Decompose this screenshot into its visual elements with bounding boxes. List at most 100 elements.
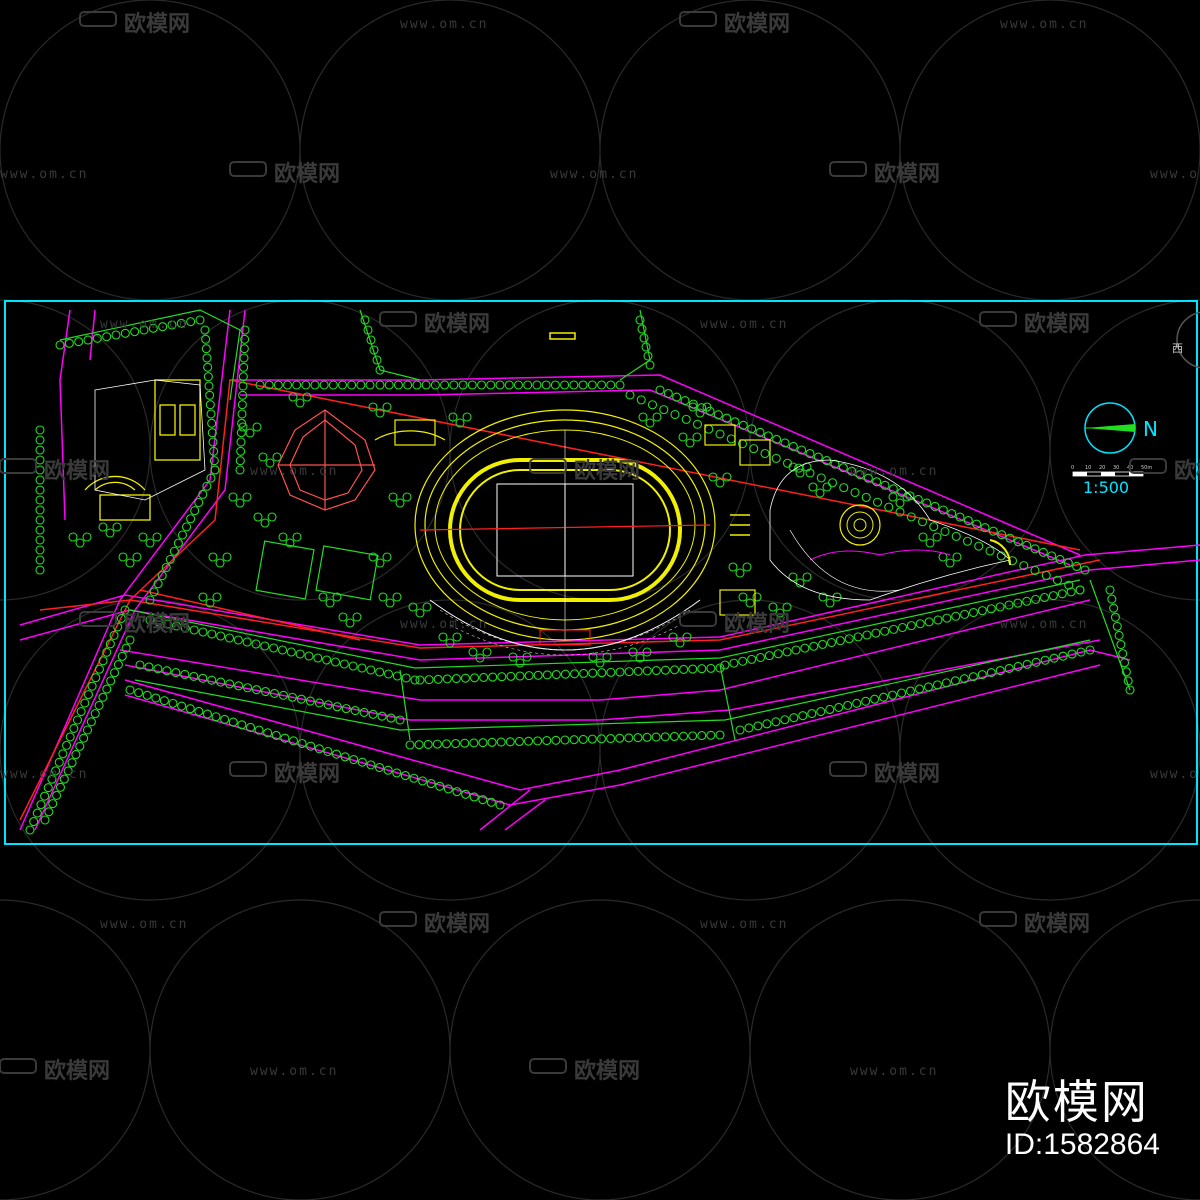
tree [835,636,845,646]
tree [1119,658,1130,668]
tree [752,592,762,602]
tree [235,456,245,466]
tree [350,705,360,716]
tree [35,515,45,525]
watermark-url: www.om.cn [400,617,488,632]
tree [932,532,942,542]
tree [260,687,271,697]
tree [843,700,853,710]
tree [862,630,872,640]
tree [533,736,543,746]
tree [968,672,978,682]
watermark-url: www.om.cn [700,917,788,932]
tree [252,422,262,432]
brand-id: ID:1582864 [1004,1128,1160,1161]
tree [905,686,916,696]
tree [162,666,172,676]
tree [35,455,45,465]
tree [207,629,217,639]
tree [522,652,532,662]
tree [715,429,725,439]
tree [560,380,570,390]
side-label: 西 [1172,342,1183,355]
tree [76,706,86,717]
tree [435,781,445,791]
tree [587,734,597,744]
tree [441,739,452,749]
tree [205,390,215,400]
tree [102,684,112,694]
tree [145,538,155,548]
tree [764,651,774,661]
tree [186,317,196,327]
tree [98,692,108,702]
tree [551,669,561,680]
tree [35,485,45,495]
tree [915,619,925,629]
tree [1055,554,1065,564]
tree [728,562,738,572]
tree [272,452,282,462]
tree [392,592,402,602]
tree [395,498,405,508]
tree [189,625,199,635]
tree [888,690,898,700]
tree [423,739,433,749]
tree [697,731,707,741]
tree [239,353,249,363]
tree-rows [25,315,1135,835]
tree [90,709,100,719]
tree [177,701,187,711]
watermark-brand: 欧模网 [1024,911,1090,937]
tree [165,554,175,564]
tree [1007,556,1018,566]
tree [951,611,961,621]
watermark-circle [449,899,751,1200]
tree [383,765,393,775]
tree [285,538,295,548]
watermark-brand: 欧模网 [724,611,790,637]
tree [44,807,54,817]
tree [692,419,703,429]
tree [424,675,434,685]
tree [347,380,357,390]
tree [947,508,957,519]
tree [443,784,453,794]
watermark-brand: 欧模网 [874,761,940,787]
tree [237,720,247,730]
tree [145,595,155,605]
tree [86,717,96,727]
tree [282,380,293,390]
tree [35,525,45,535]
tree [624,667,634,677]
sofa-icon [229,161,267,177]
sofa-icon [0,458,37,474]
sofa-icon [829,761,867,777]
tree [863,473,873,483]
tree [800,643,810,653]
sofa-icon [229,761,267,777]
tree [504,380,514,390]
tree [782,647,792,657]
tree [838,463,848,473]
tree [48,799,58,809]
tree [651,732,661,742]
tree [675,638,685,648]
tree [318,592,328,602]
tree [844,634,854,644]
tree [753,721,763,731]
tree [198,627,208,637]
tree [203,372,213,382]
tree [242,492,252,502]
tree [542,670,552,680]
watermark-url: www.om.cn [1000,17,1088,32]
tree [643,351,653,361]
tree [688,402,698,412]
tree [71,749,81,760]
tree [161,562,171,573]
tree [625,390,635,400]
tree [1049,653,1059,663]
tree [569,669,580,679]
